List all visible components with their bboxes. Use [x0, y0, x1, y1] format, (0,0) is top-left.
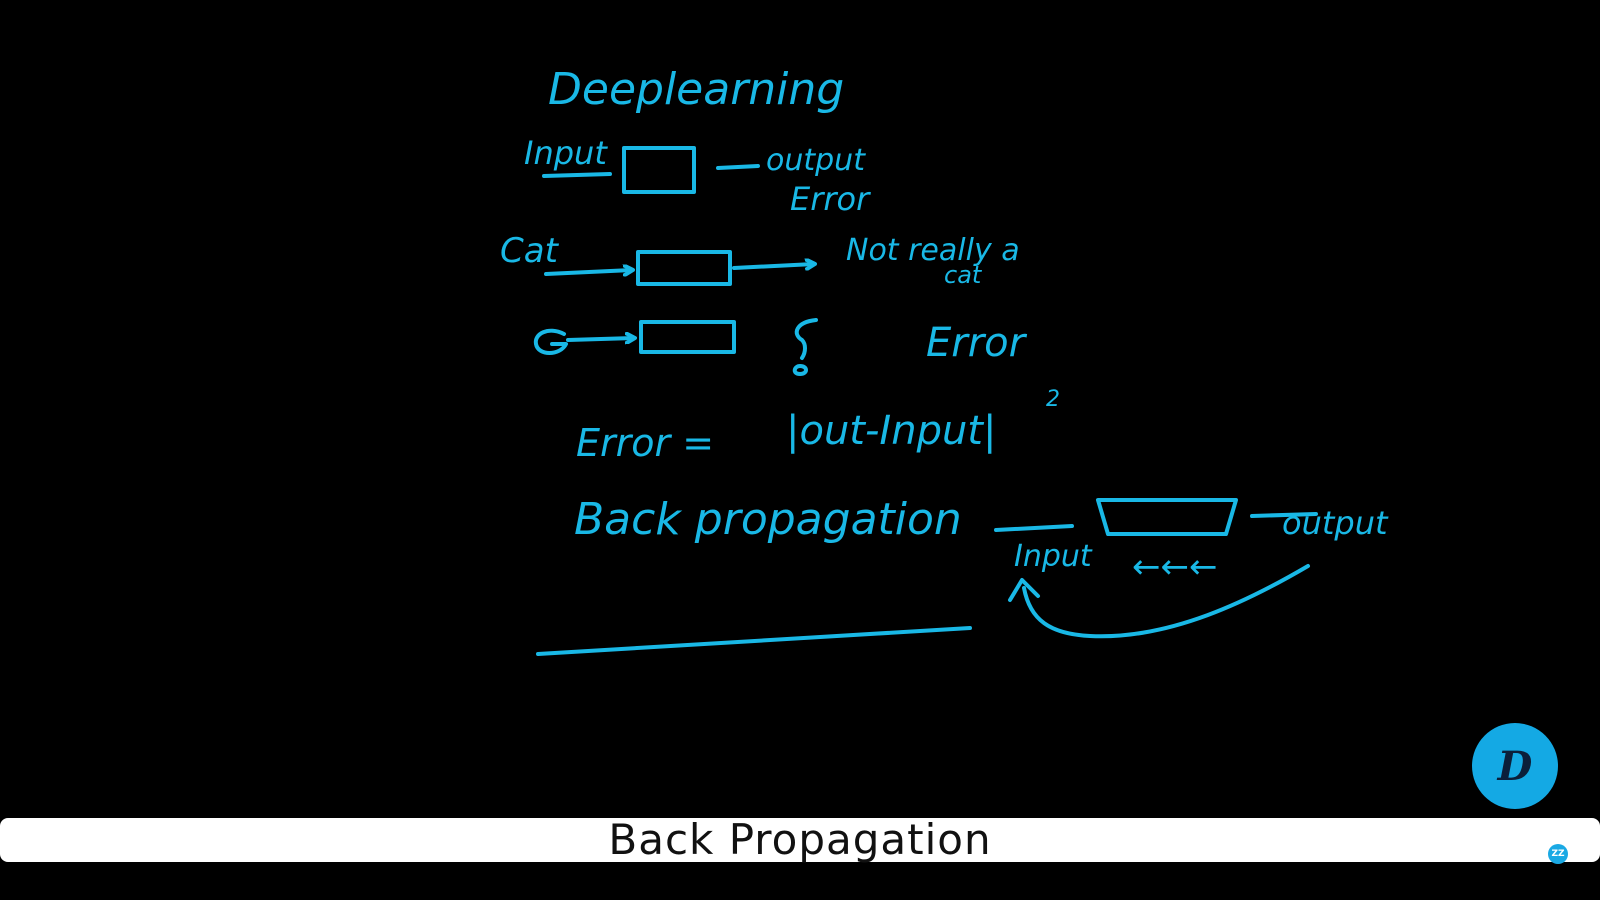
- row3-input-arrow: [566, 338, 634, 340]
- backprop-output-line: [1250, 512, 1318, 518]
- row1-box: [622, 146, 696, 194]
- backprop-return-curve: [1022, 564, 1310, 639]
- row3-question-mark: [792, 318, 818, 376]
- backprop-title: Back propagation: [574, 494, 962, 545]
- backprop-box: [1096, 498, 1238, 536]
- row2-box: [636, 250, 732, 286]
- backprop-return-arrowhead: [1008, 578, 1040, 602]
- row2-output-arrow: [732, 264, 814, 268]
- channel-logo: D: [1472, 723, 1558, 809]
- diagram-title: Deeplearning: [548, 64, 844, 115]
- row2-input-arrow: [544, 270, 632, 274]
- mini-logo-letter: ZZ: [1551, 849, 1565, 859]
- row3-error-label: Error: [926, 320, 1028, 366]
- formula-lhs: Error =: [576, 421, 714, 465]
- caption-text: Back Propagation: [608, 815, 992, 864]
- row1-output-line: [716, 164, 760, 170]
- row2-input-label: Cat: [500, 231, 560, 271]
- row3-input-scribble: [533, 328, 568, 355]
- row1-output-label: output: [766, 143, 866, 178]
- backprop-input-line: [994, 524, 1074, 532]
- whiteboard: Deeplearning Input output Error Cat Not …: [500, 64, 1389, 656]
- row1-input-label: Input: [524, 134, 608, 172]
- backprop-underline: [536, 626, 972, 656]
- backprop-output-label: output: [1282, 504, 1389, 542]
- caption-bar: Back Propagation: [0, 818, 1600, 862]
- formula-exponent: 2: [1046, 387, 1060, 412]
- formula-rhs: |out-Input|: [786, 408, 996, 454]
- backprop-reverse-arrows: ←←←: [1132, 547, 1217, 587]
- mini-logo: ZZ: [1548, 844, 1568, 864]
- channel-logo-letter: D: [1497, 742, 1533, 790]
- row2-output-label-line2: cat: [944, 261, 983, 289]
- row1-input-underline: [542, 172, 612, 178]
- row3-box: [639, 320, 736, 354]
- row1-error-label: Error: [790, 180, 871, 218]
- backprop-input-label: Input: [1014, 539, 1093, 574]
- row2-output-label-line1: Not really a: [846, 233, 1020, 268]
